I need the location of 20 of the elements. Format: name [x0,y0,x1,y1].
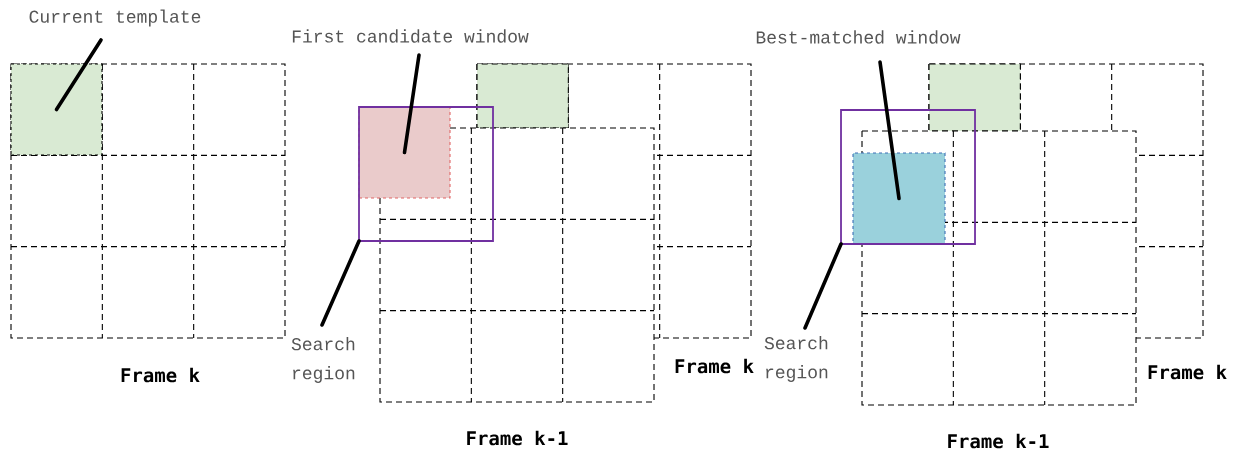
leader-line [803,242,843,330]
frame-label: Frame k [1148,364,1227,380]
template-cell [10,63,103,156]
callout-text: First candidate window [292,29,529,43]
matched-window [852,152,946,245]
frame-label: Frame k [675,358,754,374]
callout-text: Best-matched window [756,30,961,44]
leader-line [54,38,103,112]
leader-line [320,239,361,327]
search-region-box [358,106,494,242]
leader-line [878,60,901,201]
callout-text: Search region [764,336,828,382]
search-region-box [840,109,976,245]
callout-text: Current template [29,9,201,27]
leader-line [402,53,421,155]
frame-label: Frame k-1 [948,433,1049,449]
frame-label: Frame k-1 [467,430,568,446]
frame-label: Frame k [121,367,200,383]
candidate-window [358,106,451,199]
callout-text: Search region [291,337,355,383]
